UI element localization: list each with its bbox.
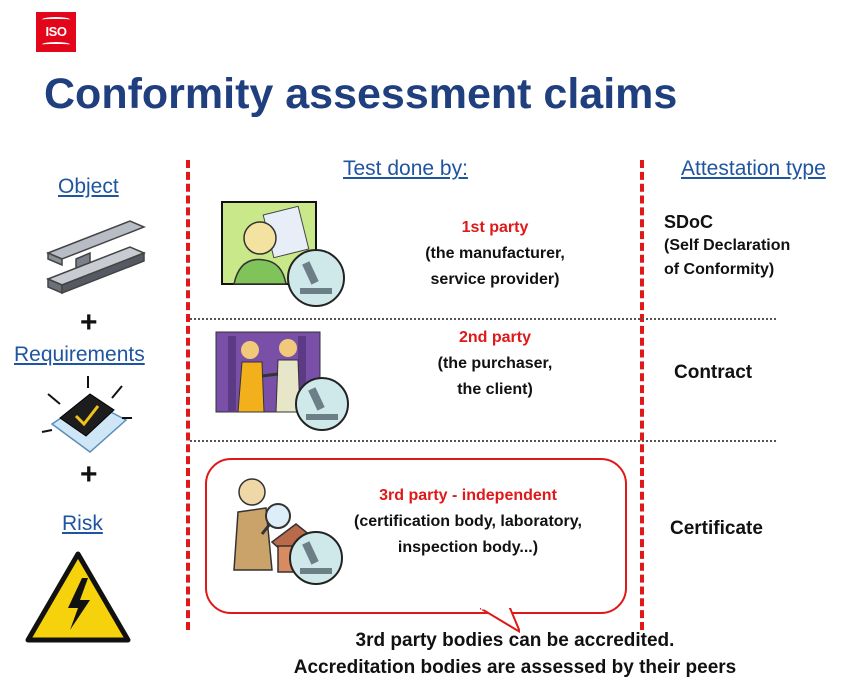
divider-left [186, 160, 190, 630]
page-title: Conformity assessment claims [44, 70, 678, 118]
requirements-label: Requirements [14, 343, 145, 366]
row-3-detail-line-1: (certification body, laboratory, [354, 513, 582, 530]
row-separator-1 [190, 318, 776, 320]
row-3-party-info: 3rd party - independent (certification b… [316, 483, 620, 561]
row-3-detail-line-2: inspection body...) [397, 539, 539, 556]
row-1-detail-line-2: service provider) [430, 271, 560, 288]
steel-beam-icon [46, 220, 146, 295]
row-1-attestation-line-3: of Conformity) [664, 261, 775, 278]
first-party-clipart [221, 201, 345, 307]
second-party-clipart [215, 331, 349, 431]
row-1-detail-line-1: (the manufacturer, [425, 245, 565, 262]
iso-logo-text: ISO [45, 24, 67, 39]
row-1-party-info: 1st party (the manufacturer, service pro… [380, 215, 610, 293]
row-2-party: 2nd party [458, 329, 531, 346]
row-2-party-info: 2nd party (the purchaser, the client) [380, 325, 610, 403]
high-voltage-warning-icon [25, 551, 131, 643]
object-label: Object [58, 175, 119, 198]
row-2-detail-line-2: the client) [457, 381, 533, 398]
third-party-speech-bubble [205, 458, 627, 614]
plus-sign-2: + [80, 458, 98, 491]
header-attestation-type: Attestation type [681, 157, 826, 180]
row-2-attestation: Contract [674, 362, 753, 383]
row-1-attestation-line-1: SDoC [664, 212, 713, 232]
book-with-rays-icon [41, 376, 132, 453]
divider-right [640, 160, 644, 630]
plus-sign-1: + [80, 306, 98, 339]
row-3-attestation: Certificate [670, 518, 763, 539]
header-test-done-by: Test done by: [343, 157, 468, 180]
risk-label: Risk [62, 512, 103, 535]
row-1-attestation: SDoC (Self Declaration of Conformity) [664, 210, 790, 282]
row-1-party: 1st party [461, 219, 529, 236]
row-2-detail-line-1: (the purchaser, [437, 355, 553, 372]
row-separator-2 [190, 440, 776, 442]
third-party-clipart [233, 478, 343, 585]
row-3-party: 3rd party - independent [379, 487, 557, 504]
footer-line-1: 3rd party bodies can be accredited. [355, 630, 675, 651]
row-1-attestation-line-2: (Self Declaration [664, 237, 791, 254]
speech-bubble-tail [480, 608, 520, 634]
iso-logo: ISO [36, 12, 76, 52]
footer-line-2: Accreditation bodies are assessed by the… [293, 657, 737, 678]
